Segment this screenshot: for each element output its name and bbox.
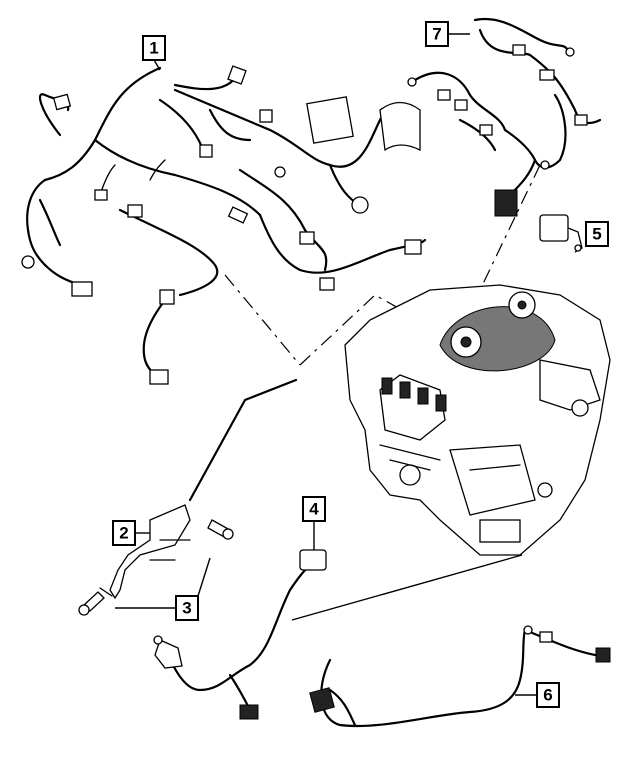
callout-2: 2	[112, 520, 150, 546]
dash-line-harness	[224, 274, 301, 366]
lower-harness	[309, 625, 611, 728]
leader-line-4	[291, 554, 523, 621]
engine-wiring-harness	[21, 65, 427, 385]
callout-3: 3	[115, 557, 211, 621]
callout-5-label: 5	[592, 225, 601, 244]
engine-block	[344, 284, 611, 556]
callout-1-label: 1	[149, 39, 158, 58]
injector-harness	[407, 17, 602, 217]
callout-3-label: 3	[182, 599, 191, 618]
callout-5: 5	[585, 221, 609, 247]
callout-7-label: 7	[432, 25, 441, 44]
bolt-lower	[78, 591, 105, 616]
sensor-jumper-harness	[153, 549, 327, 720]
callout-6-label: 6	[543, 686, 552, 705]
dash-line-relay	[479, 164, 541, 291]
callout-4-label: 4	[309, 500, 319, 519]
callout-2-label: 2	[119, 524, 128, 543]
bolt-upper	[207, 519, 234, 540]
callout-1: 1	[142, 35, 166, 71]
callout-4: 4	[302, 496, 326, 550]
ground-strap-bracket	[99, 378, 298, 600]
callout-7: 7	[425, 21, 470, 47]
callout-6: 6	[515, 682, 560, 708]
relay	[539, 214, 583, 253]
